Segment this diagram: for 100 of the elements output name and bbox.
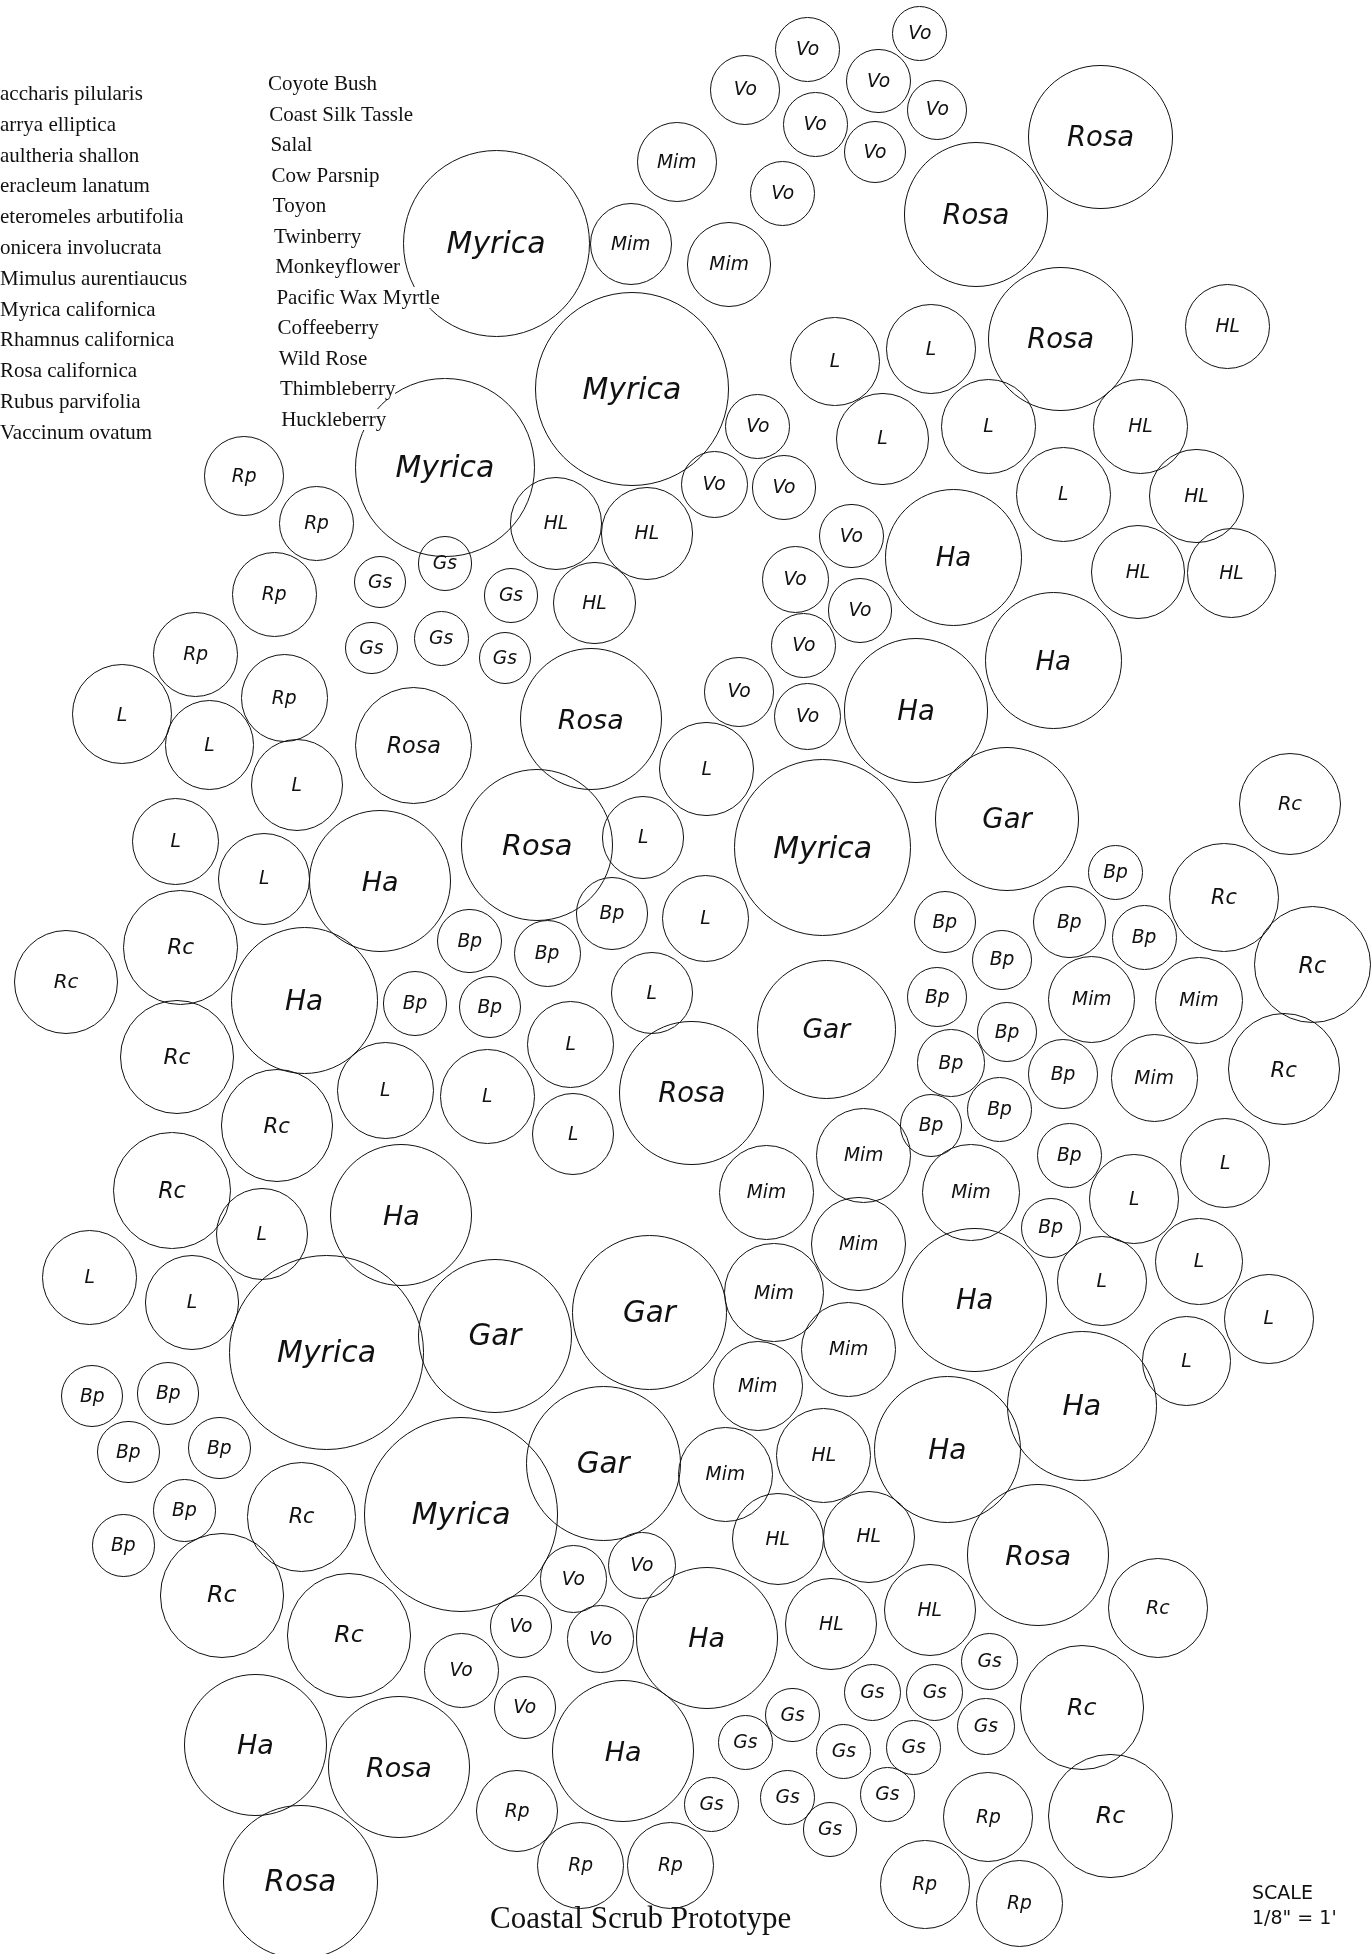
plant-code: Gs <box>860 1683 885 1702</box>
plant-code: Bp <box>1057 912 1082 932</box>
plant-code: HL <box>582 593 607 613</box>
species-name: Myrica californica <box>0 298 156 320</box>
plant-code: Bp <box>987 1099 1012 1119</box>
plant-code: L <box>256 1224 267 1244</box>
plant-code: Vo <box>702 475 726 495</box>
plant-code: Gs <box>429 628 454 648</box>
plant-code: Rc <box>1298 953 1327 976</box>
plant-code: Mim <box>709 254 749 274</box>
plant-code: Vo <box>848 601 872 621</box>
plant-code: Mim <box>610 234 651 254</box>
plant-code: L <box>1263 1309 1274 1328</box>
plant-code: Vo <box>867 71 891 91</box>
plant-code: L <box>259 869 270 888</box>
plant-code: HL <box>1128 416 1153 436</box>
plant-code: Gar <box>982 805 1032 833</box>
plant-code: Rc <box>288 1506 315 1528</box>
plant-code: Gs <box>780 1705 805 1725</box>
plant-code: Rp <box>231 466 257 486</box>
plant-code: Vo <box>630 1556 654 1575</box>
plant-code: Mim <box>843 1146 884 1165</box>
plant-code: Mim <box>738 1376 778 1396</box>
plant-code: Myrica <box>277 1337 376 1368</box>
plant-code: Bp <box>172 1501 197 1520</box>
plant-code: Bp <box>116 1442 141 1462</box>
plant-code: Gs <box>817 1820 843 1839</box>
plant-code: Vo <box>863 142 887 162</box>
plant-code: Gs <box>875 1785 900 1805</box>
plant-code: Rp <box>975 1807 1001 1827</box>
plant-code: Ha <box>285 986 324 1015</box>
plant-code: Rc <box>1095 1804 1126 1828</box>
plant-code: Ha <box>604 1737 642 1765</box>
plant-code: Rc <box>158 1179 186 1202</box>
plant-code: Rp <box>261 585 287 604</box>
plant-code: Rc <box>1277 794 1303 814</box>
plant-code: Ha <box>1035 647 1071 674</box>
plant-code: L <box>565 1035 577 1054</box>
plant-code: Vo <box>925 100 949 119</box>
plant-code: Bp <box>1103 863 1128 882</box>
plant-code: L <box>983 416 994 436</box>
plant-code: L <box>1057 485 1069 505</box>
plant-code: Gs <box>977 1652 1002 1671</box>
common-name: Pacific Wax Myrtle <box>276 286 440 308</box>
plant-code: Bp <box>924 987 950 1007</box>
plant-code: Vo <box>561 1569 585 1589</box>
plant-code: Gs <box>775 1787 800 1807</box>
plant-code: HL <box>765 1529 790 1549</box>
plant-code: Vo <box>792 636 816 655</box>
plant-code: Rosa <box>1027 325 1095 353</box>
plant-code: L <box>1096 1271 1107 1291</box>
plant-code: Rp <box>271 688 297 708</box>
plant-code: Ha <box>688 1624 726 1652</box>
plant-code: L <box>1128 1189 1140 1209</box>
plant-code: Bp <box>1038 1218 1063 1237</box>
common-name: Coyote Bush <box>268 73 378 94</box>
plant-code: Rc <box>53 972 79 993</box>
plant-code: Bp <box>111 1536 136 1555</box>
plant-code: Vo <box>733 80 757 100</box>
plant-code: Vo <box>513 1698 537 1717</box>
common-name: Thimbleberry <box>280 378 396 399</box>
plant-code: Gar <box>622 1297 676 1328</box>
species-name: accharis pilularis <box>0 83 143 104</box>
plant-code: Gs <box>368 572 393 592</box>
plant-code: Ha <box>237 1731 274 1759</box>
plant-code: Rc <box>1146 1598 1170 1618</box>
plant-code: Bp <box>457 931 483 951</box>
plant-code: Vo <box>796 707 820 726</box>
plant-code: L <box>204 735 215 755</box>
plant-code: L <box>877 429 888 449</box>
plant-code: L <box>379 1081 391 1100</box>
plant-code: Rp <box>504 1801 530 1821</box>
plant-code: Myrica <box>411 1499 511 1530</box>
plant-code: Mim <box>829 1340 869 1360</box>
plant-code: Ha <box>382 1201 420 1229</box>
plant-code: HL <box>1184 486 1209 506</box>
plant-code: Gs <box>973 1716 998 1736</box>
plant-code: Rc <box>1270 1058 1297 1080</box>
plant-code: L <box>637 828 649 847</box>
plant-code: HL <box>634 524 660 543</box>
plant-code: Vo <box>746 416 770 436</box>
plant-code: Ha <box>955 1286 994 1314</box>
plant-code: HL <box>819 1614 844 1634</box>
plant-code: Bp <box>918 1116 944 1135</box>
plant-code: Rp <box>658 1856 683 1876</box>
plant-code: Mim <box>705 1465 746 1484</box>
plant-code: Ha <box>1062 1391 1102 1421</box>
plant-code: L <box>701 759 712 779</box>
plant-code: Gs <box>498 586 524 606</box>
plant-code: Rc <box>163 1046 191 1068</box>
plant-code: Rosa <box>264 1867 337 1897</box>
plant-code: Rc <box>1067 1695 1097 1720</box>
plant-code: L <box>116 704 128 724</box>
plant-code: Mim <box>951 1183 991 1203</box>
plant-code: L <box>925 339 937 359</box>
plant-code: Rp <box>304 514 329 533</box>
plant-code: Bp <box>1050 1065 1076 1084</box>
plant-code: L <box>1181 1351 1192 1371</box>
plant-code: Gs <box>831 1741 856 1761</box>
plant-code: Bp <box>79 1386 105 1406</box>
